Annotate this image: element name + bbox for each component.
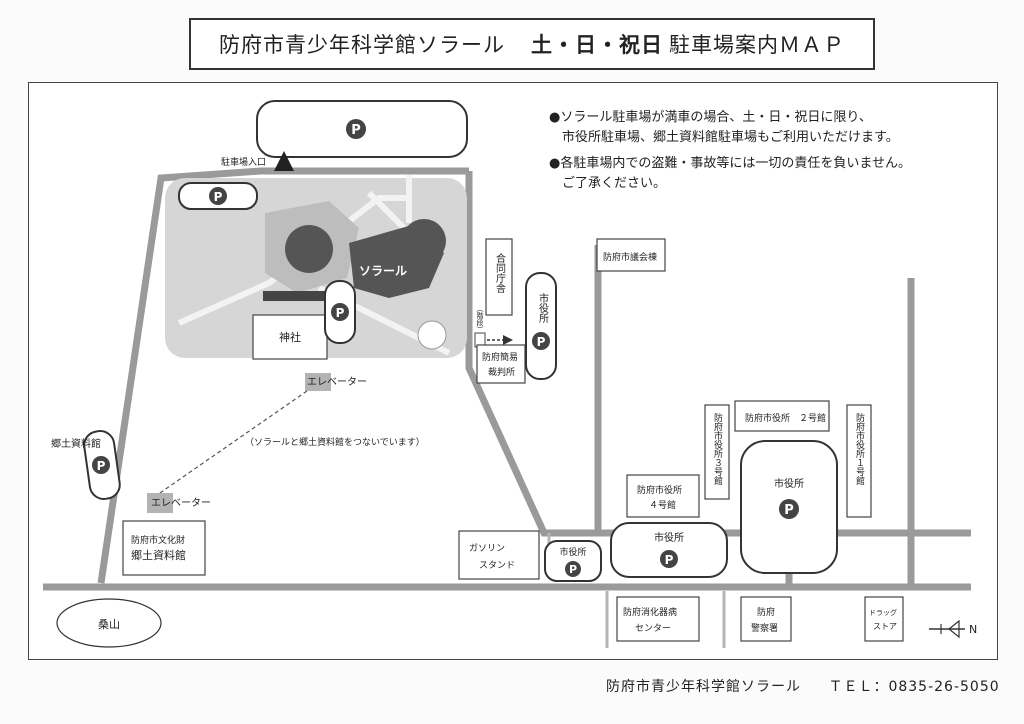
map-title: 防府市青少年科学館ソラール 土・日・祝日 駐車場案内ＭＡＰ [189,18,875,70]
map-frame: ソラール 神社 P 駐車場入口 P P エレベーター （ソラールと郷土資料館をつ… [28,82,998,660]
kyodo-museum [122,520,206,576]
city-council-label: 防府市議会棟 [603,251,657,263]
solar-label: ソラール [359,264,407,278]
city-lot-label: 市役所 [654,531,684,544]
gas-line1: ガソリン [469,543,505,554]
parking-icon [779,499,799,519]
annex4 [626,474,700,518]
stairs-arrow [503,335,513,345]
annex1 [846,404,872,518]
court-line2: 裁判所 [488,366,515,378]
police-line1: 防府 [757,606,775,618]
parking-symbol: P [336,306,345,320]
kyodo-museum-line1: 防府市文化財 [131,534,185,546]
parking-symbol: P [569,563,577,576]
note-line-2: 市役所駐車場、郷土資料館駐車場もご利用いただけます。 [549,129,899,145]
parking-icon [331,303,349,321]
note-line-3: ●各駐車場内での盗難・事故等には一切の責任を負いません。 [549,155,911,171]
fire-line2: センター [635,623,671,634]
annex2 [734,400,830,432]
court [476,344,526,384]
parking-icon [209,187,227,205]
elevator-bottom-label: エレベーター [151,497,211,509]
shrine-label: 神社 [279,330,301,344]
dark-strip [263,291,333,301]
elevator-bottom [147,493,173,513]
footer: 防府市青少年科学館ソラール ＴＥＬ：0835-26-5050 [606,676,1022,696]
city-council [596,238,666,272]
elevator-top [305,373,331,391]
entrance-triangle [274,151,294,171]
parking-symbol: P [784,503,794,518]
godo-chosha-label: 合同庁舎 [494,252,506,294]
note-line-4: ご了承ください。 [549,175,666,191]
roads [43,167,971,591]
kuwayama-label: 桑山 [98,618,120,631]
parking-icon [660,550,678,568]
note-line-1: ●ソラール駐車場が満車の場合、土・日・祝日に限り、 [549,110,872,125]
annex2-label: 防府市役所 ２号館 [745,412,826,424]
annex4-line1: 防府市役所 [637,484,682,496]
title-suffix: 駐車場案内ＭＡＰ [669,33,845,57]
gas-line2: スタンド [479,560,515,571]
notes: ●ソラール駐車場が満車の場合、土・日・祝日に限り、 市役所駐車場、郷土資料館駐車… [549,110,911,191]
godo-chosha [485,238,513,316]
parking-icon [92,456,110,474]
parking-icon [565,561,581,577]
parking-city-vertical [525,272,557,380]
city-vertical-label: 市役所 [537,292,549,324]
drug-line2: ストア [873,622,897,631]
police-line2: 警察署 [751,622,778,634]
kyodo-parking-label: 郷土資料館 [51,437,101,450]
parking-symbol: P [214,190,223,204]
stairs-label: （階段） [476,305,484,333]
footer-name: 防府市青少年科学館ソラール [606,679,801,695]
annex3 [704,404,730,500]
parking-map: ソラール 神社 P 駐車場入口 P P エレベーター （ソラールと郷土資料館をつ… [43,100,977,648]
entrance-label: 駐車場入口 [221,156,266,168]
court-line1: 防府簡易 [482,351,518,363]
elevator-top-label: エレベーター [307,376,367,388]
parking-icon [532,332,550,350]
dome-left [285,225,333,273]
annex4-line2: ４号館 [649,499,676,511]
connection-line [156,390,308,496]
kuwayama-hill [56,598,162,648]
dome-right [402,219,446,263]
city-small-label: 市役所 [559,546,586,558]
parking-symbol: P [665,553,674,567]
drugstore [864,596,904,642]
parking-symbol: P [351,123,361,138]
drug-line1: ドラッグ [869,608,897,617]
parking-icon [346,119,366,139]
title-prefix: 防府市青少年科学館ソラール [219,33,505,57]
north-arrow: N [929,619,977,639]
annex3-label: 防府市役所３号館 [712,412,723,486]
police [740,596,792,642]
gas-station [458,530,540,580]
road-west-loop [97,167,469,584]
fire-center [616,596,700,642]
title-days: 土・日・祝日 [531,33,663,57]
plaza-circle [417,320,447,350]
north-label: N [969,623,977,636]
parking-symbol: P [97,459,106,473]
footer-tel: ＴＥＬ：0835-26-5050 [828,679,1000,695]
city-main-label: 市役所 [774,477,804,490]
parking-symbol: P [537,335,546,349]
connection-note: （ソラールと郷土資料館をつないでいます） [245,436,425,448]
annex1-label: 防府市役所１号館 [854,412,865,486]
kyodo-museum-line2: 郷土資料館 [131,548,186,562]
fire-line1: 防府消化器病 [623,606,677,618]
